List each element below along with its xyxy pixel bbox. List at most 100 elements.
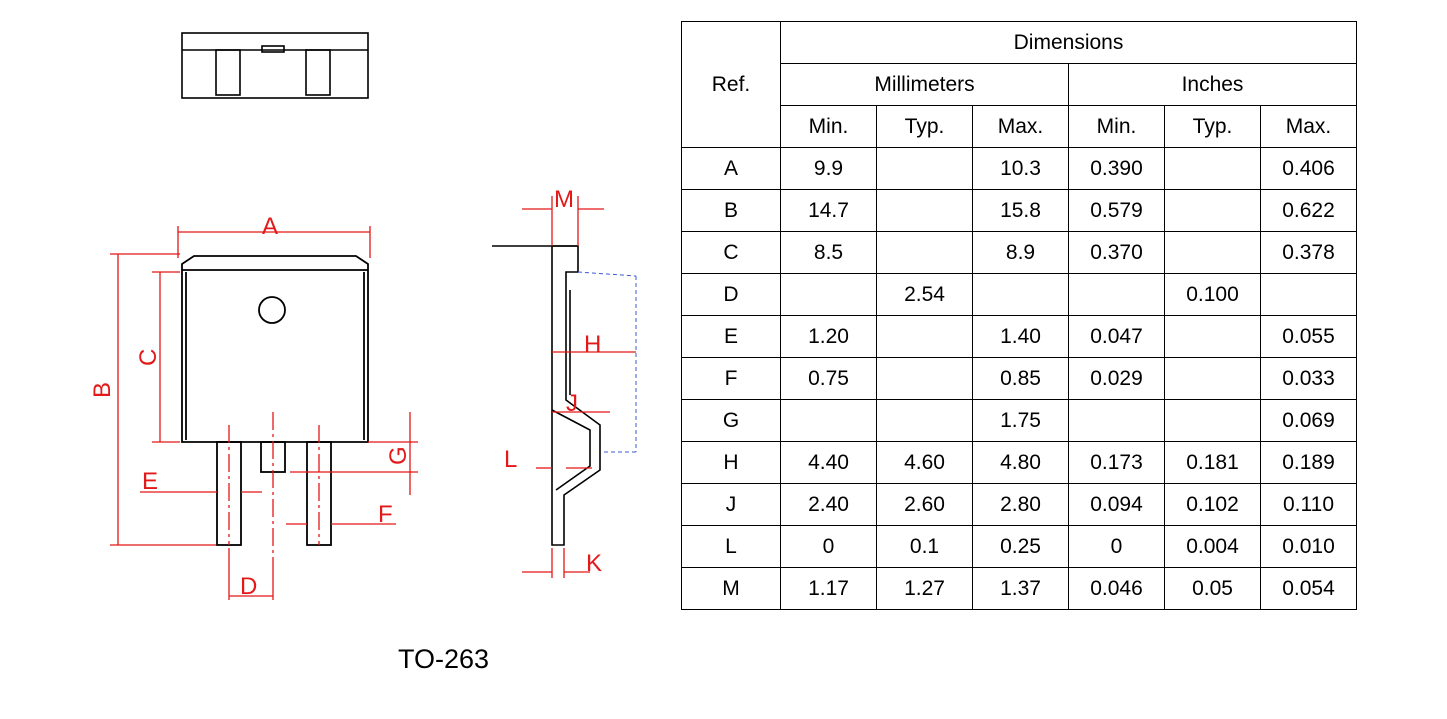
cell-ref: M xyxy=(681,567,781,610)
package-drawing: A B C D E F G H J K L M xyxy=(89,32,637,600)
header-in-min: Min. xyxy=(1068,105,1165,148)
cell-mm-typ: 2.54 xyxy=(876,273,973,316)
cell-ref: L xyxy=(681,525,781,568)
cell-in-typ: 0.004 xyxy=(1164,525,1261,568)
cell-mm-max xyxy=(972,273,1069,316)
header-row-dimensions: Ref. Dimensions xyxy=(681,21,1357,148)
cell-in-min: 0.046 xyxy=(1068,567,1165,610)
cell-mm-max: 2.80 xyxy=(972,483,1069,526)
cell-ref: C xyxy=(681,231,781,274)
side-hidden-lines xyxy=(577,271,637,453)
cell-in-typ: 0.05 xyxy=(1164,567,1261,610)
dim-label-b: B xyxy=(89,382,116,398)
dim-label-m: M xyxy=(554,186,574,213)
side-view xyxy=(492,245,601,546)
cell-in-min: 0.173 xyxy=(1068,441,1165,484)
dim-label-f: F xyxy=(378,501,393,528)
header-millimeters: Millimeters xyxy=(780,63,1069,106)
cell-in-max xyxy=(1260,273,1357,316)
cell-in-min: 0.579 xyxy=(1068,189,1165,232)
cell-in-max: 0.069 xyxy=(1260,399,1357,442)
dim-label-k: K xyxy=(586,550,602,577)
cell-in-min xyxy=(1068,273,1165,316)
cell-in-typ: 0.100 xyxy=(1164,273,1261,316)
cell-in-min: 0.370 xyxy=(1068,231,1165,274)
cell-mm-min: 4.40 xyxy=(780,441,877,484)
cell-mm-min: 14.7 xyxy=(780,189,877,232)
cell-in-typ xyxy=(1164,231,1261,274)
cell-mm-max: 1.37 xyxy=(972,567,1069,610)
cell-in-max: 0.622 xyxy=(1260,189,1357,232)
package-name: TO-263 xyxy=(398,644,490,674)
cell-mm-min: 8.5 xyxy=(780,231,877,274)
dim-label-e: E xyxy=(142,468,158,495)
header-inches: Inches xyxy=(1068,63,1357,106)
cell-mm-max: 1.40 xyxy=(972,315,1069,358)
cell-mm-max: 0.85 xyxy=(972,357,1069,400)
cell-in-max: 0.010 xyxy=(1260,525,1357,568)
cell-mm-max: 8.9 xyxy=(972,231,1069,274)
cell-in-min: 0.390 xyxy=(1068,147,1165,190)
cell-mm-min: 1.20 xyxy=(780,315,877,358)
cell-in-max: 0.110 xyxy=(1260,483,1357,526)
cell-mm-max: 4.80 xyxy=(972,441,1069,484)
cell-mm-min: 1.17 xyxy=(780,567,877,610)
cell-mm-typ xyxy=(876,147,973,190)
side-dimension-lines xyxy=(522,196,636,578)
cell-in-max: 0.055 xyxy=(1260,315,1357,358)
cell-mm-max: 15.8 xyxy=(972,189,1069,232)
cell-in-min xyxy=(1068,399,1165,442)
cell-mm-max: 0.25 xyxy=(972,525,1069,568)
header-mm-min: Min. xyxy=(780,105,877,148)
cell-ref: D xyxy=(681,273,781,316)
dim-label-h: H xyxy=(584,331,601,358)
cell-in-typ xyxy=(1164,189,1261,232)
header-ref: Ref. xyxy=(681,21,781,148)
cell-ref: F xyxy=(681,357,781,400)
dim-label-d: D xyxy=(240,573,257,600)
dim-label-g: G xyxy=(385,446,412,465)
cell-mm-typ xyxy=(876,231,973,274)
dim-label-a: A xyxy=(262,213,278,240)
cell-ref: J xyxy=(681,483,781,526)
header-in-typ: Typ. xyxy=(1164,105,1261,148)
header-mm-max: Max. xyxy=(972,105,1069,148)
cell-mm-min: 2.40 xyxy=(780,483,877,526)
cell-in-min: 0.029 xyxy=(1068,357,1165,400)
cell-ref: H xyxy=(681,441,781,484)
cell-mm-typ: 1.27 xyxy=(876,567,973,610)
cell-mm-typ: 4.60 xyxy=(876,441,973,484)
dim-label-c: C xyxy=(135,349,162,366)
cell-mm-min: 0.75 xyxy=(780,357,877,400)
table-row: D 2.54 0.100 xyxy=(681,273,1357,316)
cell-in-max: 0.054 xyxy=(1260,567,1357,610)
header-row-sub: Min. Typ. Max. Min. Typ. Max. xyxy=(682,105,1357,148)
cell-in-min: 0.047 xyxy=(1068,315,1165,358)
cell-in-min: 0 xyxy=(1068,525,1165,568)
cell-mm-typ xyxy=(876,315,973,358)
cell-in-typ xyxy=(1164,147,1261,190)
cell-mm-typ xyxy=(876,357,973,400)
cell-in-max: 0.378 xyxy=(1260,231,1357,274)
cell-ref: E xyxy=(681,315,781,358)
cell-in-typ xyxy=(1164,399,1261,442)
header-in-max: Max. xyxy=(1260,105,1357,148)
header-row-units: Millimeters Inches xyxy=(682,63,1357,106)
cell-in-typ: 0.102 xyxy=(1164,483,1261,526)
cell-mm-typ xyxy=(876,399,973,442)
front-view xyxy=(181,255,369,546)
cell-in-typ: 0.181 xyxy=(1164,441,1261,484)
cell-mm-min xyxy=(780,273,877,316)
cell-mm-min: 0 xyxy=(780,525,877,568)
cell-in-typ xyxy=(1164,357,1261,400)
cell-mm-typ: 2.60 xyxy=(876,483,973,526)
top-view xyxy=(181,32,369,99)
